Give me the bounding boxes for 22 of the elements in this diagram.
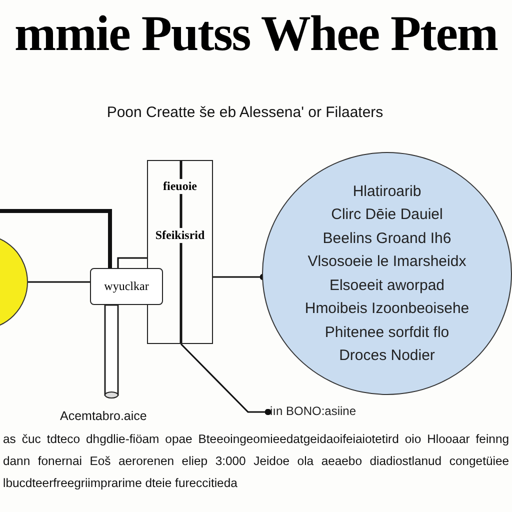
node-text: Hlatiroarib (352, 182, 422, 202)
connector-line (0, 209, 112, 268)
node-text: Sfeikisrid (155, 228, 205, 243)
title: mmie Putss Whee Ptem (13, 4, 499, 62)
connector-line (117, 257, 147, 268)
connector-line (180, 343, 272, 416)
node-text: wyuclkar (104, 279, 149, 294)
node-text: Vlsosoeie le Imarsheidx (308, 252, 466, 272)
node-text: iın BONO:asiine (270, 404, 356, 418)
connector-line (28, 281, 90, 283)
node-text: Clirc Dēie Dauiel (331, 205, 443, 225)
valve-box (90, 268, 163, 305)
node-text: Beelins Groand Ih6 (322, 228, 452, 248)
subtitle: Poon Creatte še eb Alessena' or Filaaters (106, 103, 384, 123)
node-text: Phitenee sorfdit flo (324, 322, 450, 342)
node-text: fieuoie (163, 179, 197, 194)
part-label: Acemtabro.aice (60, 408, 148, 425)
description-paragraph: as čuc tdteco dhgdlie-fiöam opae Bteeoingeomieedatgeidaoifeiaiotetird oio Hlooaar feinng dann fonernai Eoš aerorenen eliep 3:000 Jeidoe ola aeaebo diadiostlanud congetüiee lbucdteerfreegriimprarime dteie fureccitieda (2, 431, 510, 492)
node-text: Droces Nodier (339, 346, 435, 366)
panel-box (147, 160, 213, 344)
node-text: Elsoeeit aworpad (329, 276, 445, 296)
node-text: Hmoibeis Izoonbeoisehe (304, 299, 470, 319)
